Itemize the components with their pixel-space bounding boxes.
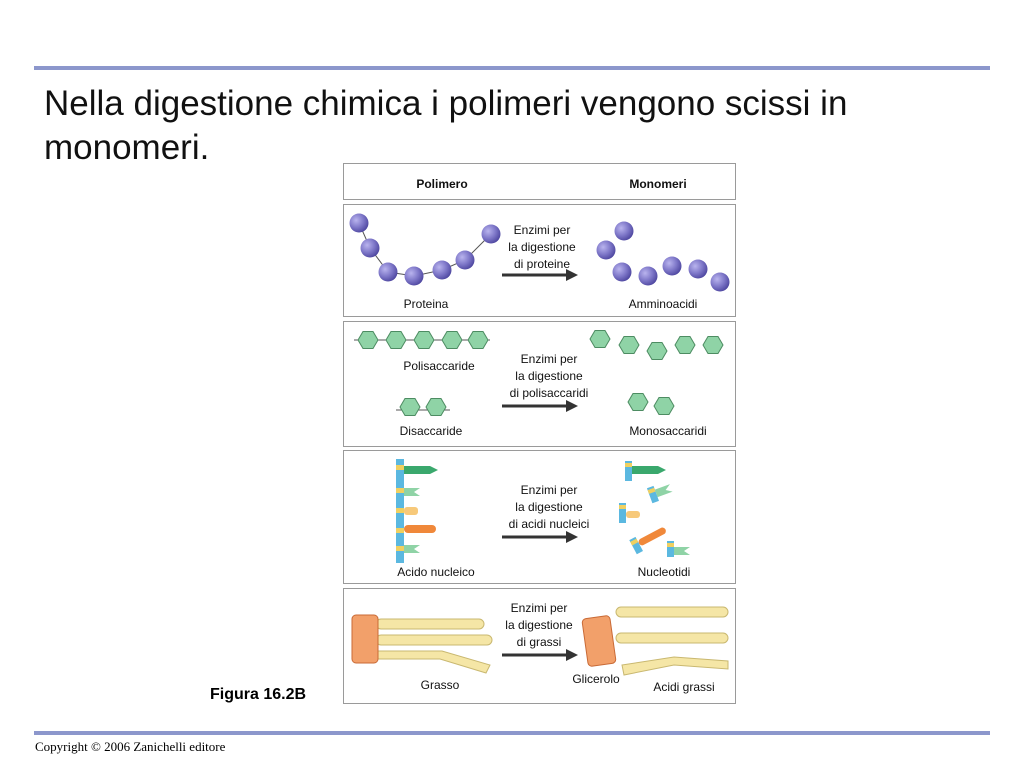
digestion-arrow-icon xyxy=(502,269,578,281)
monosaccharides-label: Monosaccaridi xyxy=(629,424,707,438)
fatty-acid-tail xyxy=(375,618,485,630)
amino-acid xyxy=(614,221,634,241)
sugar-unit xyxy=(357,331,379,349)
polysaccharide-chain xyxy=(354,331,490,349)
nucleotides xyxy=(619,461,690,557)
amino-acid-bead xyxy=(404,266,424,286)
amino-acid-bead xyxy=(432,260,452,280)
monosaccharide xyxy=(627,393,649,411)
nucleotide xyxy=(667,541,690,557)
fat-panel: Enzimi per la digestione di grassi Grass… xyxy=(343,588,736,704)
protein-enzyme-line-1: Enzimi per xyxy=(513,223,571,237)
amino-acid xyxy=(688,259,708,279)
amino-acid xyxy=(662,256,682,276)
disaccharide xyxy=(396,398,450,416)
amino-acid-bead xyxy=(360,238,380,258)
protein-panel: Enzimi per la digestione di proteine Pro… xyxy=(343,204,736,317)
base-yellow xyxy=(404,507,418,515)
nucleic-enzyme-line-3: di acidi nucleici xyxy=(508,517,590,531)
digestion-arrow-icon xyxy=(502,649,578,661)
monosaccharide xyxy=(618,336,640,354)
fat-label: Grasso xyxy=(420,678,460,692)
digestion-arrow-icon xyxy=(502,531,578,543)
nucleotide xyxy=(619,503,640,523)
slide-title: Nella digestione chimica i polimeri veng… xyxy=(44,84,848,167)
amino-acid xyxy=(596,240,616,260)
nucleotide xyxy=(646,484,673,504)
amino-acid xyxy=(710,272,730,292)
nucleic-acid-label: Acido nucleico xyxy=(397,565,475,579)
sugar-unit xyxy=(467,331,489,349)
figure-label: Figura 16.2B xyxy=(210,686,307,703)
polysaccharide-enzyme-line-1: Enzimi per xyxy=(520,352,578,366)
polysaccharide-enzyme-line-2: la digestione xyxy=(515,369,583,383)
fat-enzyme-line-1: Enzimi per xyxy=(510,601,568,615)
fat-enzyme-line-2: la digestione xyxy=(505,618,573,632)
sugar-unit xyxy=(413,331,435,349)
polysaccharide-label: Polisaccaride xyxy=(403,359,475,373)
nucleic-acid-illustration xyxy=(396,459,690,563)
protein-enzyme-line-2: la digestione xyxy=(508,240,576,254)
top-rule xyxy=(34,66,990,70)
amino-acid xyxy=(612,262,632,282)
fatty-acid-tail xyxy=(375,650,491,674)
nucleotides-label: Nucleotidi xyxy=(637,565,691,579)
amino-acid-bead xyxy=(378,262,398,282)
figure-header-panel: Polimero Monomeri xyxy=(343,163,736,200)
amino-acids-label: Amminoacidi xyxy=(628,297,698,311)
polysaccharide-enzyme-line-3: di polisaccaridi xyxy=(509,386,589,400)
glycerol xyxy=(581,615,617,667)
amino-acids xyxy=(596,221,730,292)
fat-illustration xyxy=(351,606,729,676)
monosaccharide xyxy=(589,330,611,348)
fatty-acids-label: Acidi grassi xyxy=(653,680,715,694)
amino-acid-bead xyxy=(349,213,369,233)
sugar-unit xyxy=(425,398,447,416)
monomers-column-header: Monomeri xyxy=(629,177,687,191)
fat-enzyme-line-3: di grassi xyxy=(516,635,562,649)
nucleotide xyxy=(629,527,666,555)
base-orange xyxy=(404,525,436,533)
fatty-acid xyxy=(621,656,729,676)
fatty-acid-tail xyxy=(375,634,493,646)
protein-chain xyxy=(349,213,501,286)
polymer-column-header: Polimero xyxy=(416,177,468,191)
copyright-text: Copyright © 2006 Zanichelli editore xyxy=(35,739,226,754)
amino-acid xyxy=(638,266,658,286)
fatty-acids xyxy=(615,606,729,676)
nucleic-acid-panel: Enzimi per la digestione di acidi nuclei… xyxy=(343,450,736,584)
amino-acid-bead xyxy=(481,224,501,244)
monosaccharides xyxy=(589,330,724,415)
carbohydrate-illustration xyxy=(354,330,724,416)
nucleic-acid-strand xyxy=(396,459,438,563)
protein-label: Proteina xyxy=(403,297,449,311)
bottom-rule xyxy=(34,731,990,735)
fatty-acid xyxy=(615,606,729,618)
sugar-unit xyxy=(385,331,407,349)
protein-illustration xyxy=(349,213,730,292)
disaccharide-label: Disaccaride xyxy=(399,424,463,438)
fat-molecule xyxy=(351,614,493,674)
protein-enzyme-line-3: di proteine xyxy=(513,257,571,271)
nucleotide xyxy=(625,461,666,481)
monosaccharide xyxy=(674,336,696,354)
monosaccharide xyxy=(702,336,724,354)
glycerol-label: Glicerolo xyxy=(572,672,620,686)
carbohydrate-panel: Enzimi per la digestione di polisaccarid… xyxy=(343,321,736,447)
base-light-green xyxy=(404,488,420,496)
nucleic-enzyme-line-1: Enzimi per xyxy=(520,483,578,497)
fatty-acid xyxy=(615,632,729,644)
glycerol-head xyxy=(351,614,379,664)
amino-acid-bead xyxy=(455,250,475,270)
digestion-arrow-icon xyxy=(502,400,578,412)
nucleic-enzyme-line-2: la digestione xyxy=(515,500,583,514)
sugar-unit xyxy=(399,398,421,416)
sugar-unit xyxy=(441,331,463,349)
monosaccharide xyxy=(646,342,668,360)
monosaccharide xyxy=(653,397,675,415)
base-light-green xyxy=(404,545,420,553)
base-green xyxy=(404,466,438,474)
